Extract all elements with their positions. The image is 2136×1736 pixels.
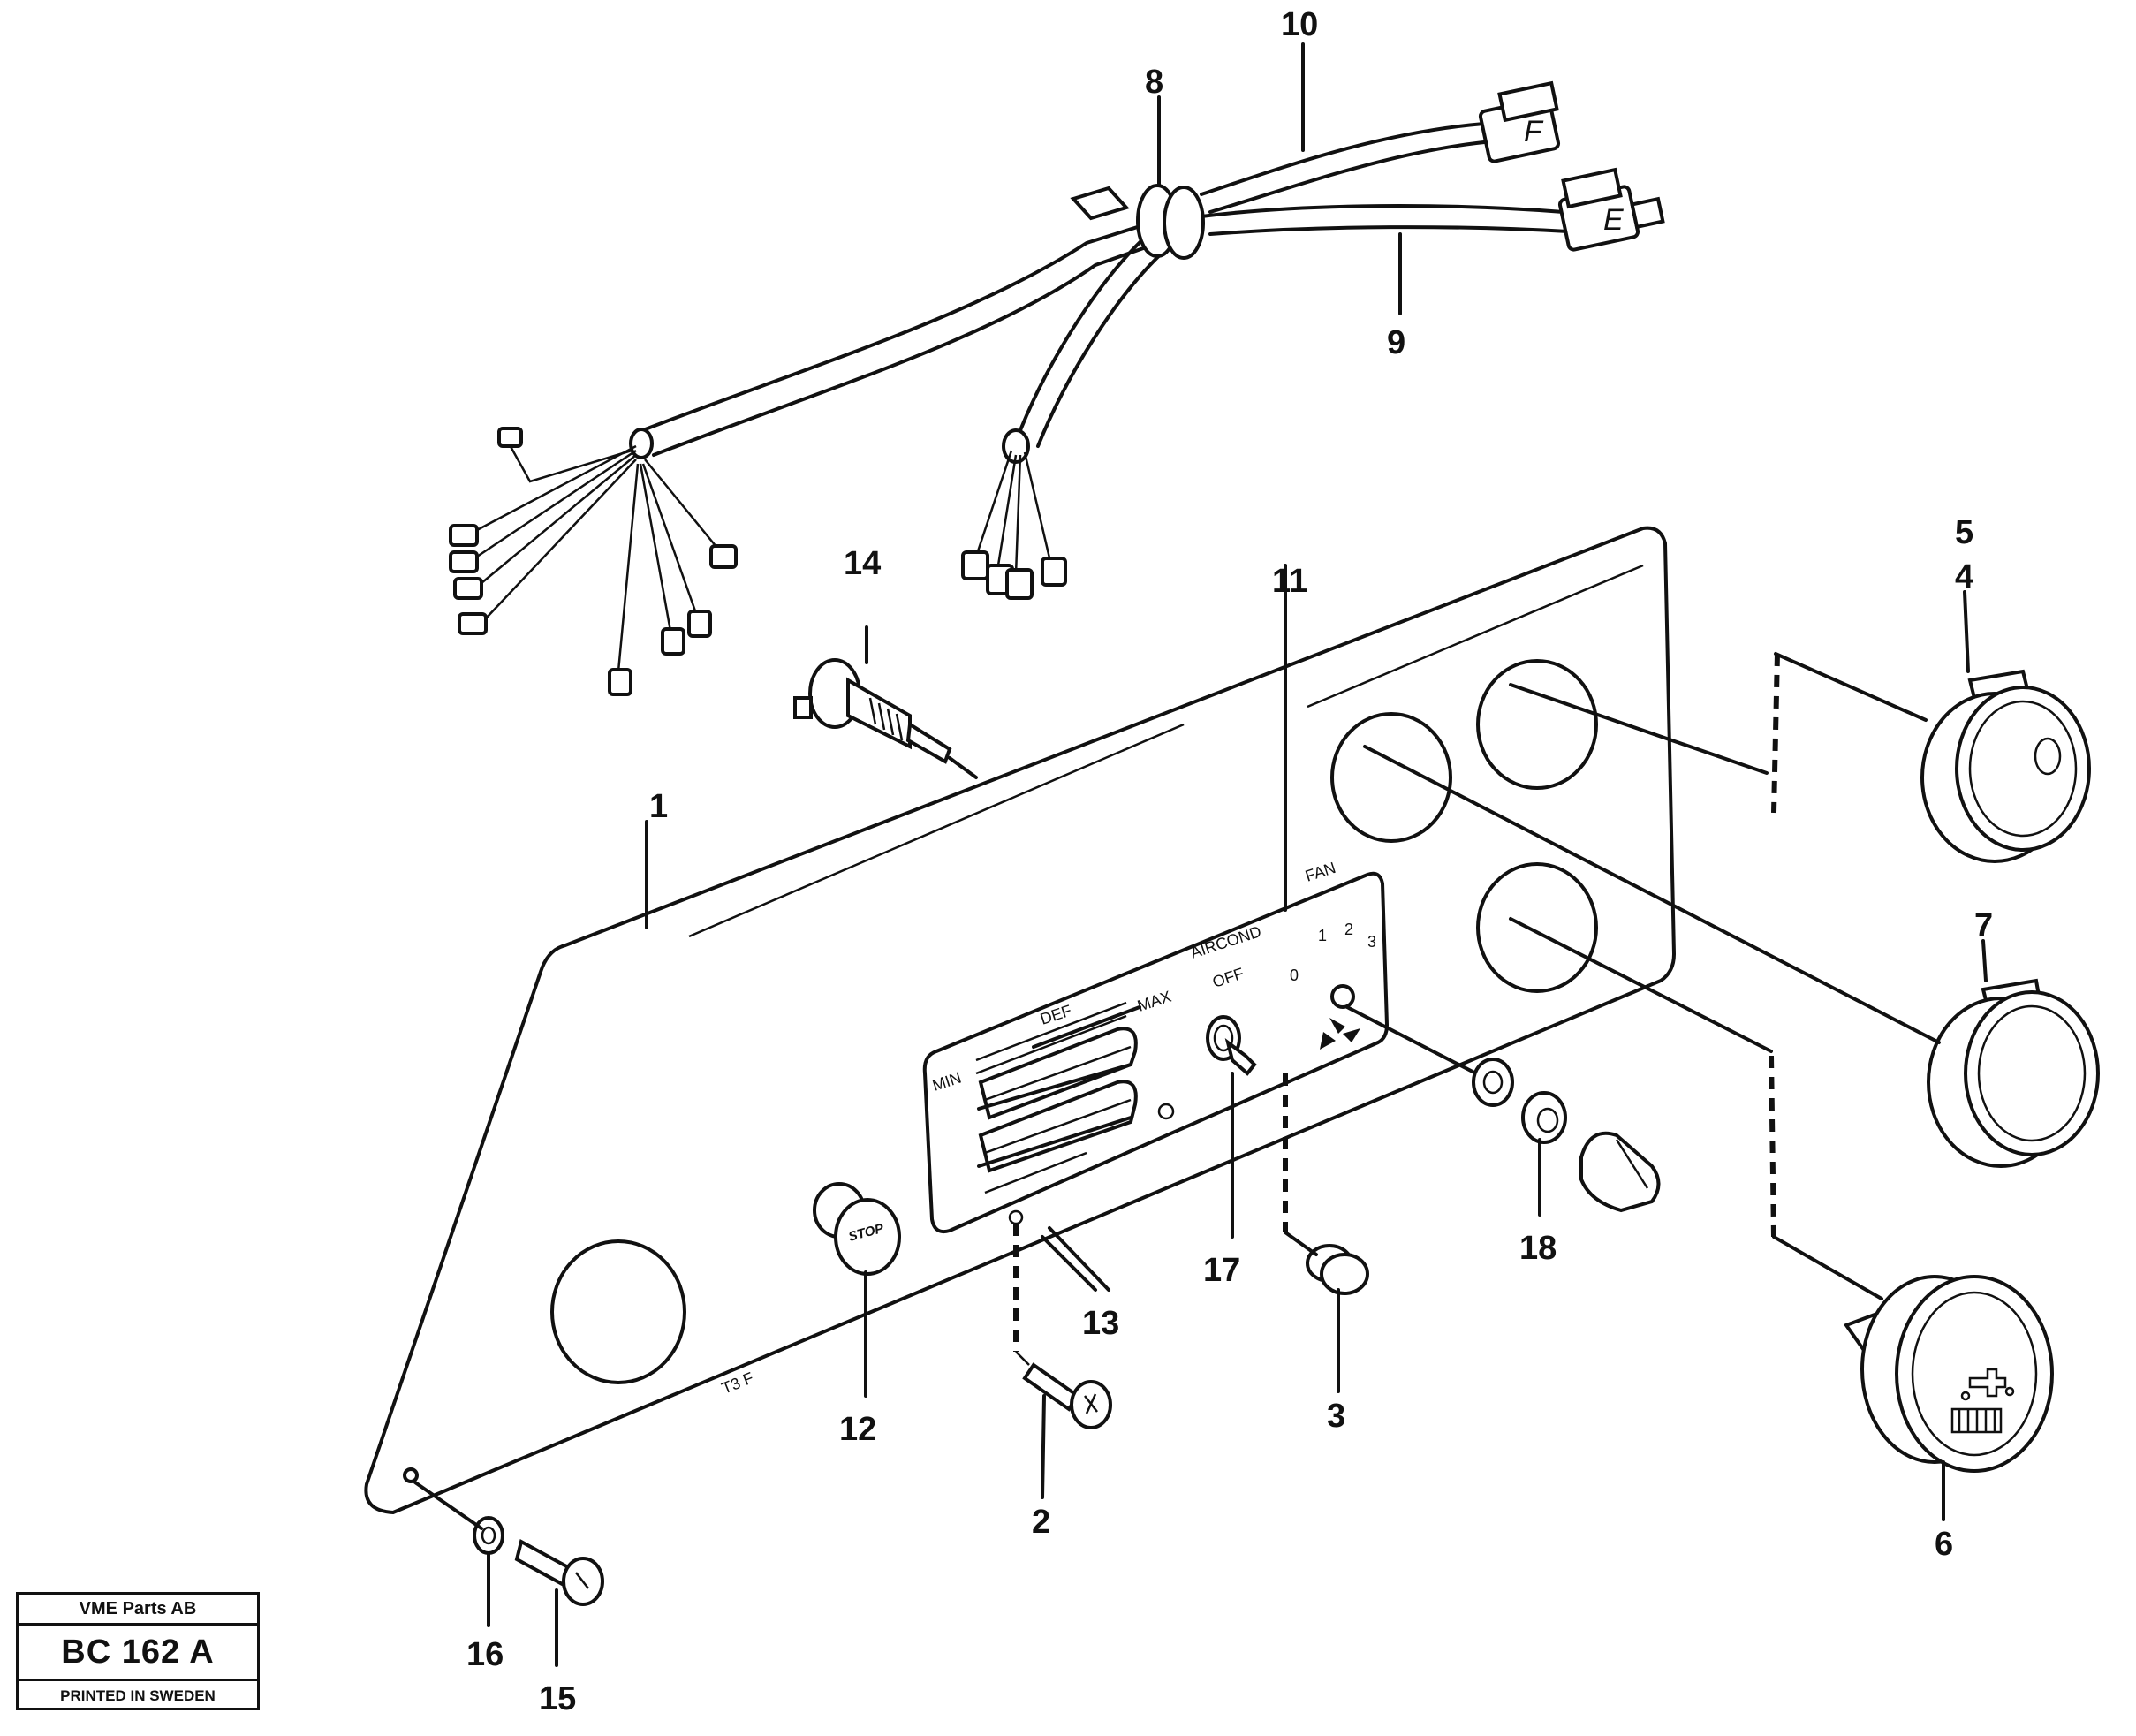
callout-10: 10 — [1281, 6, 1318, 43]
washer-16 — [473, 1516, 504, 1555]
callout-9: 9 — [1387, 324, 1405, 361]
gauge-4-5 — [1920, 669, 2091, 863]
fan-knob-hole — [1330, 984, 1355, 1009]
wiring-harness: F E — [449, 80, 1665, 696]
stop-button[interactable]: STOP — [813, 1182, 901, 1276]
harness-wire-ends-right — [961, 450, 1067, 600]
instrument-panel: T3 F — [364, 526, 1676, 1514]
gauge-hole-top-left — [1330, 712, 1452, 843]
callout-1: 1 — [649, 788, 668, 825]
callout-5: 5 — [1955, 514, 1973, 551]
temperature-thumbwheels — [977, 1027, 1138, 1173]
fan-icon — [1320, 1018, 1360, 1050]
connector-e: E — [1557, 167, 1665, 252]
gauge-hole-left — [550, 1239, 686, 1384]
callout-13: 13 — [1082, 1305, 1119, 1342]
fan-position-1: 1 — [1318, 927, 1327, 944]
callout-7: 7 — [1974, 907, 1993, 944]
max-label: MAX — [1135, 988, 1173, 1015]
off-label: OFF — [1210, 965, 1246, 991]
callout-3: 3 — [1327, 1398, 1345, 1435]
connector-e-label: E — [1603, 203, 1624, 237]
climate-control-panel: DEF MIN MAX AIRCOND OFF FAN 0 1 2 3 — [922, 859, 1389, 1234]
connector-f: F — [1478, 80, 1561, 163]
screw-15 — [514, 1539, 604, 1606]
panel-mounting-hole — [403, 1467, 419, 1483]
title-block-printed: PRINTED IN SWEDEN — [60, 1687, 216, 1704]
harness-bracket — [1070, 186, 1130, 221]
callout-11: 11 — [1272, 563, 1307, 600]
callout-14: 14 — [844, 545, 881, 582]
fan-position-3: 3 — [1367, 933, 1376, 951]
aircond-toggle-switch[interactable] — [1206, 1015, 1257, 1076]
potentiometer — [793, 658, 978, 779]
callout-4: 4 — [1955, 558, 1973, 595]
gauge-6-battery — [1843, 1275, 2054, 1473]
battery-icon — [1950, 1368, 2015, 1434]
gauge-7 — [1927, 978, 2100, 1168]
callout-2: 2 — [1032, 1504, 1050, 1541]
callout-12: 12 — [839, 1411, 876, 1448]
title-block-company: VME Parts AB — [19, 1595, 257, 1626]
title-block: VME Parts AB BC 162 A PRINTED IN SWEDEN — [16, 1592, 260, 1710]
fan-label: FAN — [1303, 859, 1337, 885]
screw-2 — [1022, 1362, 1112, 1429]
fan-position-2: 2 — [1344, 921, 1353, 938]
title-block-reference: BC 162 A — [19, 1626, 257, 1681]
gauge-hole-top-right — [1476, 659, 1598, 790]
callout-15: 15 — [539, 1680, 576, 1717]
blanking-plug — [1306, 1244, 1369, 1295]
aircond-label: AIRCOND — [1188, 922, 1263, 962]
callout-8: 8 — [1145, 64, 1163, 101]
connector-f-label: F — [1524, 115, 1544, 148]
callout-18: 18 — [1519, 1230, 1557, 1267]
fan-position-0: 0 — [1290, 967, 1299, 984]
harness-wire-ends-left — [449, 427, 738, 696]
callout-6: 6 — [1935, 1526, 1953, 1563]
callout-16: 16 — [466, 1636, 504, 1673]
gauge-hole-bottom — [1476, 862, 1598, 993]
callout-17: 17 — [1203, 1252, 1240, 1289]
fan-knob-assembly — [1345, 1005, 1661, 1213]
min-label: MIN — [930, 1069, 964, 1095]
